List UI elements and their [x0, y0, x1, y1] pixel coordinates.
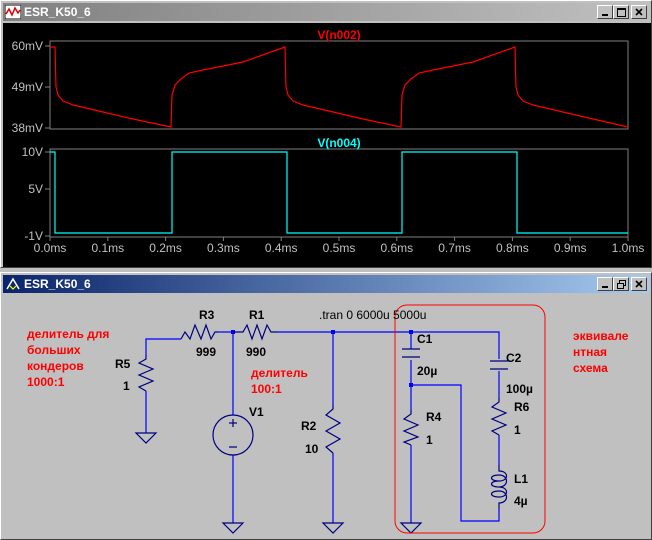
note-mid-line2[interactable]: 100:1	[251, 382, 282, 396]
pane2-trace-title[interactable]: V(n004)	[317, 136, 360, 150]
c1-value[interactable]: 20µ	[417, 364, 437, 378]
pane1-frame	[49, 40, 629, 130]
c2-value[interactable]: 100µ	[506, 382, 533, 396]
pane2-ytick-top: 10V	[22, 145, 43, 159]
pane2-ytick-bottom: -1V	[24, 229, 43, 243]
l1-inductor[interactable]	[490, 465, 508, 509]
r3-value[interactable]: 999	[196, 345, 216, 359]
schematic-titlebar[interactable]: ESR_K50_6	[3, 275, 649, 293]
note-left-line1[interactable]: делитель для	[27, 327, 109, 341]
note-right-line3[interactable]: схема	[573, 361, 608, 375]
pane1-ytick-mid: 49mV	[12, 80, 43, 94]
maximize-icon	[616, 7, 626, 17]
note-mid-line1[interactable]: делитель	[251, 366, 308, 380]
r5-name[interactable]: R5	[115, 357, 131, 371]
waveform-app-icon	[5, 5, 21, 19]
ground-r4	[399, 522, 423, 534]
minimize-icon	[602, 286, 608, 288]
note-right-line1[interactable]: эквивале	[573, 329, 629, 343]
r1-value[interactable]: 990	[246, 345, 266, 359]
waveform-window-title: ESR_K50_6	[24, 5, 91, 19]
r6-name[interactable]: R6	[514, 400, 530, 414]
xtick-label: 0.9ms	[554, 241, 587, 255]
maximize-button[interactable]	[613, 5, 629, 19]
tran-directive[interactable]: .tran 0 6000u 5000u	[319, 308, 426, 322]
r1-resistor[interactable]	[233, 323, 278, 341]
xtick-label: 0.2ms	[149, 241, 182, 255]
r2-value[interactable]: 10	[305, 442, 319, 456]
schematic-minimize-button[interactable]	[597, 277, 613, 291]
pane1-ytick-bottom: 38mV	[12, 121, 43, 135]
r3-resistor[interactable]	[180, 323, 218, 341]
c1-name[interactable]: C1	[417, 332, 433, 346]
r6-resistor[interactable]	[490, 398, 508, 436]
v1-name[interactable]: V1	[249, 405, 264, 419]
minimize-button[interactable]	[597, 5, 613, 19]
pane1-ytick-top: 60mV	[12, 39, 43, 53]
note-left-line3[interactable]: кондеров	[27, 359, 84, 373]
xtick-label: 0.4ms	[265, 241, 298, 255]
note-right-line2[interactable]: нтная	[573, 345, 607, 359]
waveform-plot[interactable]: V(n002) V(n004) 60mV 49mV 38mV 10V 5V -1…	[3, 23, 651, 267]
c2-name[interactable]: C2	[506, 351, 522, 365]
r3-name[interactable]: R3	[199, 308, 215, 322]
v1-voltage-source[interactable]	[212, 414, 254, 456]
ground-v1	[221, 522, 245, 534]
trace-vn004[interactable]	[50, 151, 628, 234]
schematic-window: ESR_K50_6	[0, 272, 652, 540]
r6-value[interactable]: 1	[514, 423, 521, 437]
r5-value[interactable]: 1	[123, 379, 130, 393]
waveform-titlebar[interactable]: ESR_K50_6	[3, 3, 649, 21]
note-left-line4[interactable]: 1000:1	[27, 375, 65, 389]
close-button[interactable]	[631, 5, 647, 19]
close-icon	[635, 280, 643, 288]
schematic-restore-button[interactable]	[613, 277, 629, 291]
xtick-label: 0.5ms	[323, 241, 356, 255]
trace-vn002[interactable]	[50, 46, 629, 128]
waveform-window: ESR_K50_6 V(n002) V(n004) 60mV	[0, 0, 652, 268]
xtick-label: 0.3ms	[207, 241, 240, 255]
minimize-icon	[602, 14, 608, 16]
schematic-close-button[interactable]	[631, 277, 647, 291]
xtick-label: 0.8ms	[496, 241, 529, 255]
r4-value[interactable]: 1	[426, 433, 433, 447]
l1-name[interactable]: L1	[514, 472, 528, 486]
c2-capacitor[interactable]	[490, 360, 508, 370]
r2-resistor[interactable]	[324, 405, 342, 454]
r1-name[interactable]: R1	[249, 308, 265, 322]
pane2-ytick-mid: 5V	[28, 182, 43, 196]
xtick-label: 1.0ms	[612, 241, 645, 255]
close-icon	[635, 8, 643, 16]
wires	[145, 331, 500, 523]
xtick-label: 0.7ms	[438, 241, 471, 255]
schematic-canvas[interactable]: R3 999 R1 990 R5 1 V1 R2 10 C1 20µ R4 1 …	[3, 295, 651, 539]
xtick-label: 0.0ms	[34, 241, 67, 255]
c1-capacitor[interactable]	[402, 348, 420, 358]
pane1-trace-title[interactable]: V(n002)	[317, 28, 360, 42]
xtick-label: 0.6ms	[380, 241, 413, 255]
ground-r2	[321, 522, 345, 534]
ground-r5	[134, 432, 158, 444]
l1-value[interactable]: 4µ	[514, 494, 528, 508]
equivalent-circuit-box	[394, 304, 546, 534]
r4-name[interactable]: R4	[426, 410, 442, 424]
xtick-label: 0.1ms	[91, 241, 124, 255]
schematic-window-title: ESR_K50_6	[24, 277, 91, 291]
note-left-line2[interactable]: больших	[27, 343, 81, 357]
r2-name[interactable]: R2	[301, 419, 317, 433]
r4-resistor[interactable]	[402, 410, 420, 446]
schematic-app-icon	[6, 277, 20, 290]
r5-resistor[interactable]	[137, 355, 155, 392]
restore-icon	[616, 279, 626, 289]
